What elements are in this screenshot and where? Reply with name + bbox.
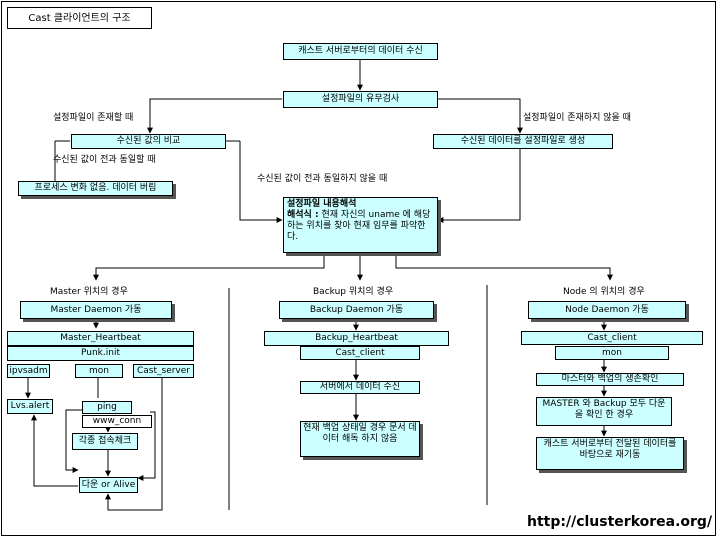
box-no-change: 프로세스 변화 없음. 데이터 버림 [18,181,173,196]
label-master-case: Master 위치의 경우 [50,287,128,297]
box-master-check: 각종 접속체크 [72,433,138,450]
box-cast-server: Cast_server [133,364,194,378]
box-node-cast-client: Cast_client [521,331,703,345]
box-backup-cast-client: Cast_client [300,346,420,360]
label-exists: 설정파일이 존재할 때 [53,113,134,123]
box-node-daemon: Node Daemon 가동 [528,301,686,319]
box-node-alive: 마스터와 백업의 생존확인 [536,373,684,386]
line-ping-right [137,411,156,481]
interpret-body: 현재 자신의 uname 에 해당하는 위치를 찾아 현재 임무를 파악한다. [287,210,431,242]
box-check: 설정파일의 유무검사 [283,91,438,108]
interpret-key: 해석식 : [287,210,319,220]
box-ping: ping [82,401,132,414]
line-ping-loop-left [65,409,82,473]
box-create: 수신된 데이터를 설정파일로 생성 [433,134,613,149]
label-not-exists: 설정파일이 존재하지 않을 때 [523,113,631,123]
arrow-interpret-to-node [395,253,613,281]
box-receive: 캐스트 서버로부터의 데이터 수신 [283,43,438,60]
interpret-title: 설정파일 내용해석 [287,199,357,209]
box-node-mon: mon [555,346,669,360]
box-www-conn: www_conn [82,415,152,428]
box-backup-heartbeat: Backup_Heartbeat [264,331,449,346]
diagram-title: Cast 클라이언트의 구조 [7,7,152,29]
box-interpret: 설정파일 내용해석 해석식 : 현재 자신의 uname 에 해당하는 위치를 … [283,197,438,253]
arrow-compare-to-interpret [239,141,283,223]
box-punk-init: Punk.init [7,346,194,361]
arrow-check-to-create [438,98,523,134]
box-ipvsadm: ipvsadm [7,364,50,378]
arrow-check-to-compare [147,98,282,134]
label-same: 수신된 값이 전과 동일할 때 [53,155,156,165]
box-node-rebuild: 캐스트 서버로부터 전달된 데이터를 바탕으로 재기동 [536,437,684,470]
line-down-left [31,414,78,487]
line-castserver-down [105,378,163,511]
label-backup-case: Backup 위치의 경우 [313,287,394,297]
label-node-case: Node 의 위치의 경우 [563,287,645,297]
arrow-create-to-interpret [437,149,521,223]
box-compare: 수신된 값의 비교 [71,134,226,149]
arrow-interpret-to-master [93,253,325,281]
box-master-daemon: Master Daemon 가동 [20,301,172,319]
box-backup-receive: 서버에서 데이터 수신 [300,381,420,394]
box-backup-daemon: Backup Daemon 가동 [279,301,434,319]
box-master-heartbeat: Master_Heartbeat [7,331,194,346]
box-node-both: MASTER 와 Backup 모두 다운을 확인 한 경우 [536,397,672,426]
label-diff: 수신된 값이 전과 동일하지 않을 때 [257,174,388,184]
box-down-alive: 다운 or Alive [79,477,138,493]
box-backup-note: 현재 백업 상태일 경우 문서 데이터 해독 하지 않음 [300,421,420,457]
box-master-mon: mon [75,364,123,378]
box-lvs-alert: Lvs.alert [7,399,53,414]
source-url: http://clusterkorea.org/ [527,514,713,530]
